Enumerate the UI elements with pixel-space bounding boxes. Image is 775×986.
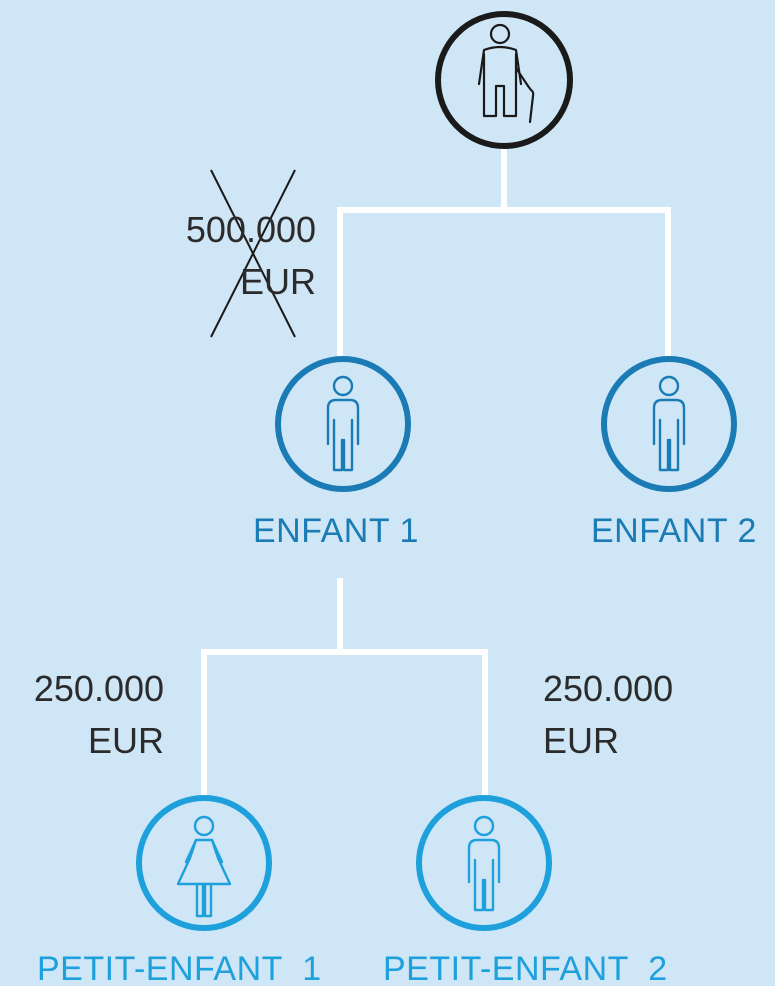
- person-icon: [652, 375, 686, 472]
- child-2-label: ENFANT 2: [591, 512, 757, 550]
- crossed-amount: 500.000 EUR: [164, 204, 316, 308]
- root-node: [435, 11, 573, 149]
- grandchild-node-2: [416, 795, 552, 931]
- girl-icon: [176, 815, 232, 918]
- child-1-label: ENFANT 1: [253, 512, 419, 550]
- cross-out-mark: [210, 169, 296, 338]
- crossed-amount-unit: EUR: [240, 261, 317, 302]
- left-amount: 250.000 EUR: [14, 663, 164, 767]
- grandchild-2-label: PETIT-ENFANT 2: [383, 950, 668, 986]
- connector-lines: [201, 148, 671, 797]
- left-amount-value: 250.000: [33, 668, 165, 709]
- right-amount-value: 250.000: [543, 668, 674, 709]
- grandchild-node-1: [136, 795, 272, 931]
- crossed-amount-value: 500.000: [185, 209, 317, 250]
- grandchild-1-label: PETIT-ENFANT 1: [37, 950, 322, 986]
- child-node-2: [601, 356, 737, 492]
- person-icon: [326, 375, 360, 472]
- elderly-person-icon: [477, 23, 535, 124]
- right-amount: 250.000 EUR: [543, 663, 673, 767]
- left-amount-unit: EUR: [88, 720, 165, 761]
- right-amount-unit: EUR: [543, 720, 620, 761]
- child-node-1: [275, 356, 411, 492]
- boy-icon: [467, 815, 501, 912]
